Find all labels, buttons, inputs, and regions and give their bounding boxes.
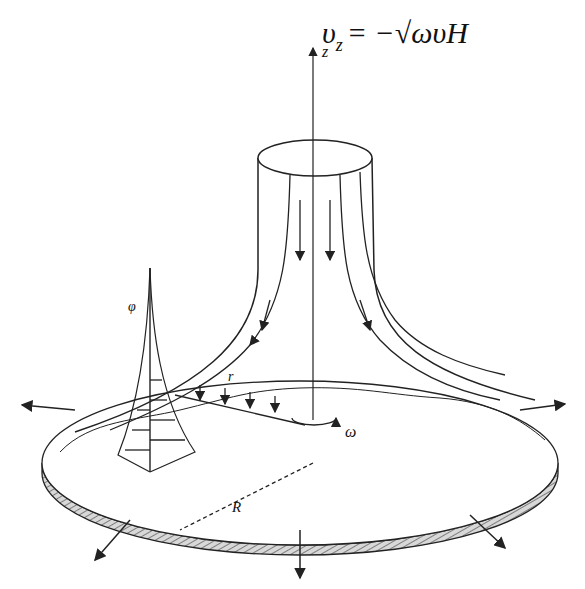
radial-label: r	[228, 370, 233, 384]
equation-subscript: z	[336, 36, 343, 54]
angular-velocity-label: ω	[345, 424, 356, 440]
azimuth-label: φ	[128, 300, 136, 314]
radius-label: R	[232, 500, 241, 515]
equation-body: = −√ωυH	[347, 18, 468, 48]
axis-label: z	[322, 44, 328, 60]
